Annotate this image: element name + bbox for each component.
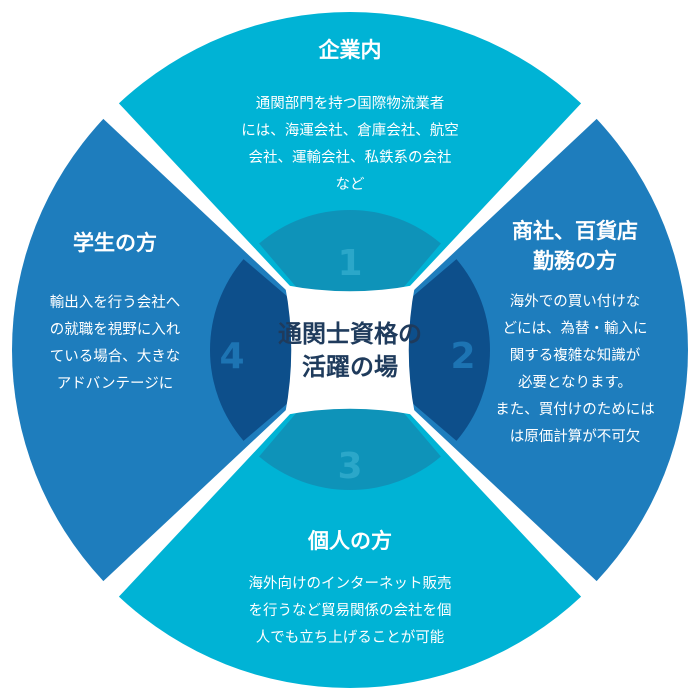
segment-corporate-inner <box>259 209 441 350</box>
segment-student-body-line: 輸出入を行う会社へ <box>50 294 181 311</box>
segment-corporate-body-line: 会社、運輸会社、私鉄系の会社 <box>249 149 452 166</box>
segment-individual-body-line: 人でも立ち上げることが可能 <box>256 629 445 646</box>
center-hub: 通関士資格の 活躍の場 <box>278 284 422 416</box>
segment-student-inner <box>209 259 350 441</box>
segments-layer <box>11 11 688 688</box>
segment-trading-department-store-body-line: 必要となります。 <box>518 374 632 391</box>
segment-student-body-line: ている場合、大きな <box>50 348 181 365</box>
segment-student-number: 4 <box>219 336 244 377</box>
segment-individual-title-line: 個人の方 <box>307 529 392 553</box>
segment-individual-number: 3 <box>337 446 362 487</box>
segment-trading-department-store-body-line: 関する複雑な知識が <box>510 347 641 364</box>
segment-individual-body-line: 海外向けのインターネット販売 <box>249 575 452 592</box>
segment-student <box>11 118 350 582</box>
segment-corporate-body-line: など <box>336 176 365 193</box>
segment-trading-department-store <box>350 118 688 582</box>
segment-student-body-line: アドバンテージに <box>57 376 173 392</box>
segment-corporate-number: 1 <box>337 243 362 284</box>
segment-trading-department-store-title-line: 商社、百貨店 <box>512 219 638 243</box>
inner-ring-layer <box>209 209 490 490</box>
segment-trading-department-store-number: 2 <box>450 336 475 377</box>
segment-student-body-line: の就職を視野に入れ <box>50 321 181 338</box>
segment-text-layer: 企業内通関部門を持つ国際物流業者には、海運会社、倉庫会社、航空会社、運輸会社、私… <box>50 38 655 646</box>
center-title-line-1: 通関士資格の <box>278 320 422 348</box>
segment-trading-department-store-body-line: は原価計算が不可欠 <box>510 428 641 445</box>
segment-corporate-title-line: 企業内 <box>318 38 382 62</box>
segment-corporate-body-line: には、海運会社、倉庫会社、航空 <box>241 122 459 139</box>
segment-individual-body-line: を行うなど貿易関係の会社を個 <box>249 602 452 619</box>
segment-trading-department-store-body-line: どには、為替・輸入に <box>503 320 648 337</box>
center-title-line-2: 活躍の場 <box>302 353 398 381</box>
segment-individual <box>118 350 582 688</box>
segment-trading-department-store-inner <box>350 259 490 441</box>
segment-trading-department-store-body-line: 海外での買い付けな <box>510 293 641 310</box>
segment-trading-department-store-title-line: 勤務の方 <box>533 249 617 273</box>
segment-trading-department-store-body-line: また、買付けのためには <box>495 401 655 418</box>
center-hub-shape <box>284 284 416 416</box>
segment-individual-inner <box>259 350 441 490</box>
segment-corporate <box>118 11 582 350</box>
segment-corporate-body-line: 通関部門を持つ国際物流業者 <box>256 95 445 112</box>
segment-student-title-line: 学生の方 <box>73 231 157 255</box>
